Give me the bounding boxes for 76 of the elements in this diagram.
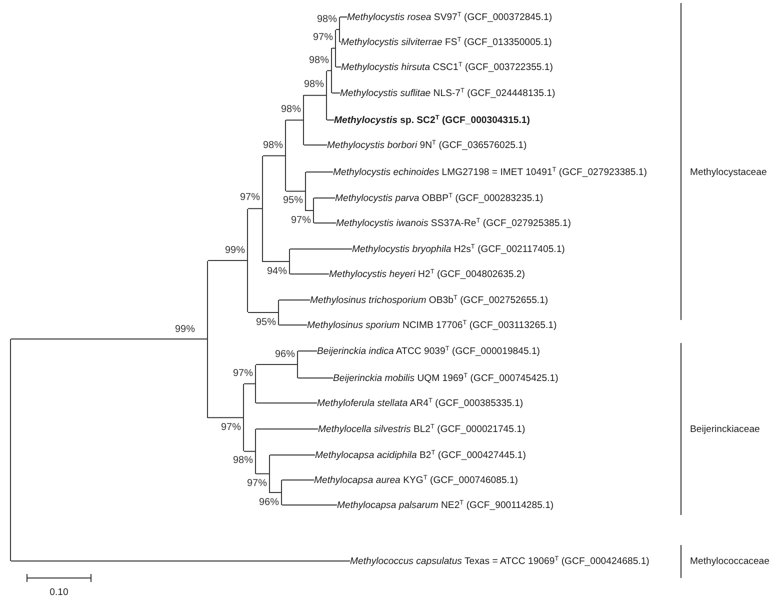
- family-name: Beijerinckiaceae: [690, 422, 760, 436]
- branch-line: [336, 66, 342, 68]
- branch-line: [278, 324, 308, 326]
- bootstrap-value: 98%: [262, 140, 283, 152]
- bootstrap-value: 99%: [174, 324, 195, 336]
- branch-line: [256, 428, 318, 430]
- branch-line: [262, 261, 290, 262]
- branch-line: [326, 70, 332, 72]
- taxon-name: Methylosinus trichosporium OB3b$^{T}$ (GCF_002752655.1): [310, 294, 548, 306]
- branch-line: [290, 248, 352, 250]
- branch-line: [256, 402, 318, 404]
- taxon-name: Methylocystis rosea SV97$^{T}$ (GCF_000372845.1): [347, 10, 552, 24]
- taxon-name: Methylocystis iwanois SS37A-Re$^{T}$ (GCF_027925385.1): [336, 216, 571, 230]
- branch-line: [304, 94, 326, 96]
- taxon-name: Methylosinus sporium NCIMB 17706$^{T}$ (GCF_003113265.1): [307, 318, 557, 332]
- branch-line: [208, 260, 248, 262]
- bootstrap-value: 96%: [274, 348, 295, 360]
- taxon-name: Methylocystis hirsuta CSC1$^{T}$ (GCF_003722355.1): [341, 60, 553, 74]
- bootstrap-value: 97%: [240, 192, 260, 204]
- branch-line: [10, 338, 208, 340]
- taxon-name: Methylocystis sp. SC2$^{T}$ (GCF_000304315.1): [334, 114, 530, 126]
- bootstrap-value: 95%: [256, 316, 276, 328]
- bootstrap-value: 98%: [280, 104, 301, 116]
- bootstrap-value: 98%: [316, 14, 337, 26]
- taxon-name: Methyloferula stellata AR4$^{T}$ (GCF_000385335.1): [317, 396, 524, 410]
- bootstrap-value: 97%: [220, 422, 241, 434]
- taxon-name: Methylocystis echinoides LMG27198 = IMET 10491$^{T}$ (GCF_027923385.1): [333, 166, 647, 178]
- branch-line: [256, 473, 270, 474]
- bootstrap-value: 97%: [312, 32, 333, 44]
- branch-line: [208, 417, 244, 418]
- bootstrap-value: 98%: [308, 54, 329, 67]
- taxon-name: Methylocystis heyeri H2$^{T}$ (GCF_004802635.2): [329, 268, 525, 280]
- bootstrap-value: 98%: [304, 79, 324, 92]
- taxon-name: Methylocystis suflitae NLS-7$^{T}$ (GCF_024448135.1): [340, 86, 556, 100]
- branch-line: [256, 364, 298, 365]
- branch-line: [298, 350, 318, 352]
- bootstrap-value: 95%: [282, 195, 303, 208]
- taxon-name: Methylocystis parva OBBP$^{T}$ (GCF_000283235.1): [335, 192, 544, 204]
- branch-line: [10, 560, 350, 562]
- branch-line: [248, 208, 262, 210]
- bootstrap-value: 99%: [224, 244, 245, 257]
- branch-line: [332, 92, 340, 94]
- scale-label: 0.10: [48, 586, 70, 597]
- bootstrap-value: 96%: [258, 496, 279, 508]
- taxon-name: Methylocystis bryophila H2s$^{T}$ (GCF_002117405.1): [352, 242, 565, 256]
- taxon-name: Methylococcus capsulatus Texas = ATCC 19069$^{T}$ (GCF_000424685.1): [350, 554, 650, 568]
- branch-line: [244, 450, 256, 452]
- branch-line: [244, 383, 256, 384]
- taxon-name: Methylocystis borbori 9N$^{T}$ (GCF_036576025.1): [327, 138, 527, 152]
- branch-line: [306, 210, 314, 211]
- branch-line: [332, 48, 336, 49]
- taxon-name: Methylocystis silviterrae FS$^{T}$ (GCF_013350005.1): [341, 36, 552, 48]
- branch-line: [262, 155, 286, 156]
- branch-line: [282, 504, 338, 506]
- taxon-name: Methylocapsa acidiphila B2$^{T}$ (GCF_000427445.1): [315, 448, 526, 462]
- branch-line: [270, 492, 282, 493]
- bootstrap-value: 97%: [290, 214, 311, 226]
- bootstrap-value: 94%: [266, 266, 287, 278]
- branch-line: [286, 120, 304, 121]
- branch-line: [336, 29, 340, 30]
- taxon-name: Methylocella silvestris BL2$^{T}$ (GCF_000021745.1): [318, 422, 526, 436]
- branch-line: [270, 454, 316, 456]
- bootstrap-value: 97%: [246, 478, 267, 490]
- branch-line: [304, 144, 328, 146]
- branch-line: [314, 222, 336, 224]
- family-name: Methylococcaceae: [690, 554, 770, 568]
- taxon-name: Methylocapsa palsarum NE2$^{T}$ (GCF_900114285.1): [337, 498, 554, 512]
- taxon-name: Beijerinckia indica ATCC 9039$^{T}$ (GCF_000019845.1): [317, 344, 540, 358]
- taxon-name: Methylocapsa aurea KYG$^{T}$ (GCF_000746085.1): [314, 474, 518, 486]
- branch-line: [286, 190, 306, 192]
- family-name: Methylocystaceae: [690, 166, 767, 178]
- branch-line: [248, 312, 278, 313]
- bootstrap-value: 97%: [232, 368, 253, 380]
- bootstrap-value: 98%: [232, 455, 253, 468]
- taxon-name: Beijerinckia mobilis UQM 1969$^{T}$ (GCF_000745425.1): [333, 372, 558, 384]
- branch-line: [340, 16, 348, 18]
